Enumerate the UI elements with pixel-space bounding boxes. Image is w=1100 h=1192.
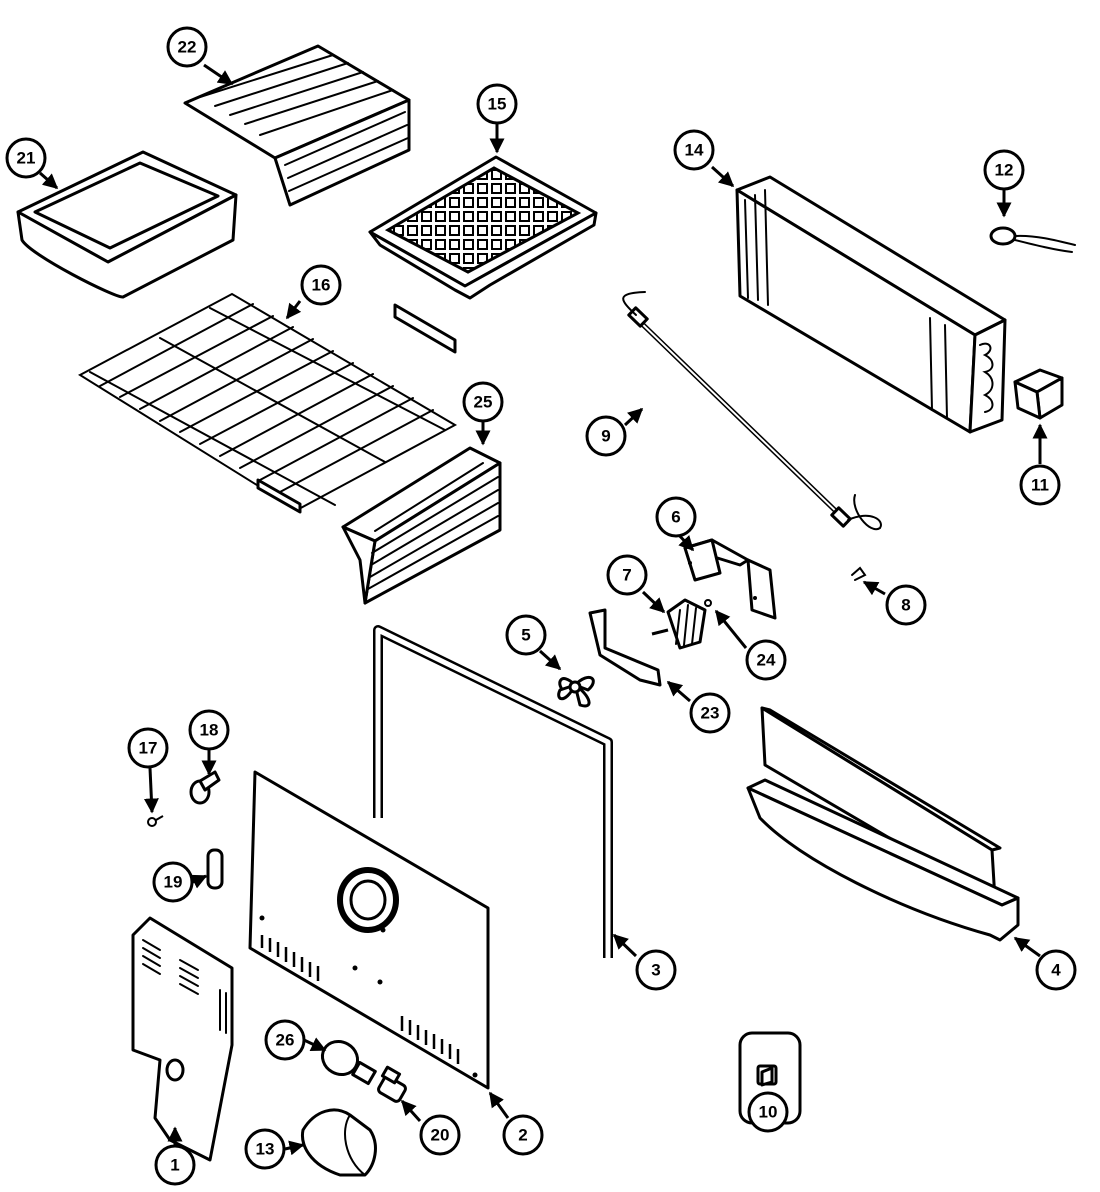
callout-25: 25	[462, 381, 504, 423]
callout-22: 22	[166, 26, 208, 68]
callout-18: 18	[188, 709, 230, 751]
callout-label: 24	[757, 651, 776, 670]
callout-23: 23	[689, 692, 731, 734]
callout-label: 25	[474, 393, 493, 412]
callout-label: 9	[601, 427, 610, 446]
air-duct	[746, 706, 1020, 942]
callout-label: 21	[17, 149, 36, 168]
fan-motor	[651, 598, 707, 650]
shelf-cover-upper	[183, 44, 411, 207]
screw	[147, 815, 164, 827]
defrost-thermostat	[989, 226, 1076, 253]
callout-label: 12	[995, 161, 1014, 180]
callout-label: 3	[651, 961, 660, 980]
callout-3: 3	[635, 949, 677, 991]
evaporator	[735, 175, 1007, 434]
ice-cube-tray	[368, 155, 598, 300]
callout-15: 15	[476, 83, 518, 125]
light-shield	[300, 1108, 377, 1177]
callout-label: 2	[518, 1126, 527, 1145]
callout-label: 22	[178, 38, 197, 57]
callout-11: 11	[1019, 464, 1061, 506]
callout-label: 17	[139, 739, 158, 758]
callout-21: 21	[5, 137, 47, 179]
callout-7: 7	[606, 554, 648, 596]
callout-16: 16	[300, 264, 342, 306]
callout-20: 20	[419, 1114, 461, 1156]
callout-9: 9	[585, 415, 627, 457]
callout-19: 19	[152, 861, 194, 903]
leader-lines	[39, 63, 1048, 1156]
shelf-cover-lower	[341, 446, 502, 605]
rear-cover-panel	[248, 770, 490, 1090]
callout-label: 1	[170, 1156, 179, 1175]
callout-label: 5	[521, 626, 530, 645]
defrost-heater	[622, 291, 882, 531]
clip	[851, 566, 867, 581]
callout-label: 14	[685, 141, 704, 160]
callout-4: 4	[1035, 949, 1077, 991]
callout-26: 26	[264, 1019, 306, 1061]
callout-24: 24	[745, 639, 787, 681]
callout-5: 5	[505, 614, 547, 656]
motor-bracket	[588, 608, 662, 687]
callout-17: 17	[127, 727, 169, 769]
control-knob-lens	[206, 848, 224, 890]
callout-6: 6	[655, 496, 697, 538]
callout-label: 26	[276, 1031, 295, 1050]
callout-label: 6	[671, 508, 680, 527]
callout-label: 7	[622, 566, 631, 585]
callout-10: 10	[747, 1091, 789, 1133]
callout-13: 13	[244, 1128, 286, 1170]
callout-12: 12	[983, 149, 1025, 191]
freezer-shelf	[77, 292, 458, 514]
callout-1: 1	[154, 1144, 196, 1186]
terminal-block	[1013, 368, 1064, 420]
light-switch-plunger	[189, 770, 221, 805]
callout-label: 23	[701, 704, 720, 723]
callout-label: 11	[1031, 476, 1049, 495]
grommet	[704, 599, 712, 607]
callout-14: 14	[673, 129, 715, 171]
callout-label: 18	[200, 721, 219, 740]
seal-channel	[373, 625, 613, 958]
fan-blade	[557, 675, 595, 708]
callout-label: 8	[901, 596, 910, 615]
fan-bracket	[683, 538, 777, 620]
light-bulb	[320, 1039, 377, 1086]
callout-label: 10	[759, 1103, 778, 1122]
lamp-socket	[377, 1065, 407, 1103]
callout-8: 8	[885, 584, 927, 626]
callout-label: 15	[488, 95, 507, 114]
callout-label: 20	[431, 1126, 450, 1145]
control-housing	[131, 916, 234, 1162]
callout-label: 19	[164, 873, 183, 892]
callout-label: 4	[1051, 961, 1061, 980]
callout-label: 16	[312, 276, 331, 295]
callout-label: 13	[256, 1140, 275, 1159]
callout-2: 2	[502, 1114, 544, 1156]
ice-bin	[16, 150, 238, 299]
